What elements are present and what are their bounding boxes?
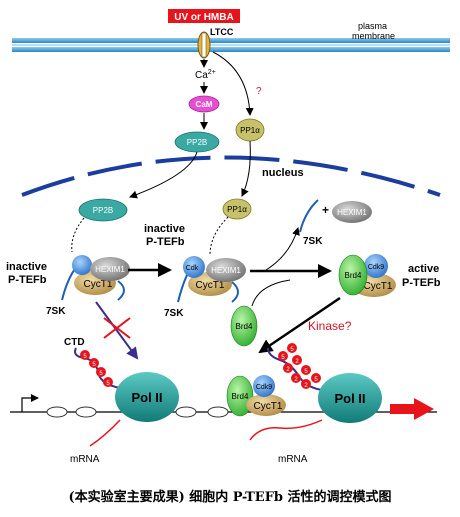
ctd-tail-right	[267, 347, 323, 391]
ctd-phospho-right: 5 5 2 2 2 5 2 5	[278, 343, 321, 389]
pp1a-nuclear	[222, 198, 252, 220]
inhibition-cross	[103, 317, 131, 339]
membrane-label-line2: membrane	[352, 31, 395, 41]
brd4-recruit-arrow	[251, 279, 291, 307]
pp2b-import-arrow	[129, 151, 198, 199]
cdk9-active	[364, 254, 388, 278]
svg-text:2: 2	[304, 383, 308, 389]
inactive-ptefb-left-line1: inactive	[6, 261, 47, 273]
hexim1-mid	[206, 258, 246, 282]
stimulus-label: UV or HMBA	[174, 12, 233, 23]
cdk9-on-pol2-label: Cdk9	[256, 384, 272, 391]
pol2-right	[318, 373, 382, 423]
cyct1-active-label: CycT1	[364, 281, 393, 292]
mrna-left-label: mRNA	[70, 454, 100, 465]
svg-text:2: 2	[286, 367, 290, 373]
kinase-label: Kinase?	[308, 319, 352, 333]
calcium-charge: 2+	[208, 69, 216, 76]
cdk9-on-pol2	[253, 375, 275, 397]
svg-text:5: 5	[314, 377, 318, 383]
cyct1-mid-label: CycT1	[196, 280, 225, 291]
stimulus-box	[168, 9, 240, 23]
ltcc-channel	[197, 31, 211, 59]
7sk-rna-released	[299, 199, 319, 233]
inactive-ptefb-mid-line2: P-TEFb	[146, 236, 185, 248]
hexim1-left	[90, 257, 130, 281]
calcium-ion: Ca2+	[195, 69, 216, 81]
svg-text:5: 5	[290, 347, 294, 353]
hexim1-released-label: HEXIM1	[337, 208, 367, 217]
cyct1-on-pol2	[246, 394, 286, 416]
cdk9-active-label: Cdk9	[368, 264, 384, 271]
pol2-left-label: Pol II	[131, 390, 162, 405]
inhibited-arrow	[95, 301, 139, 360]
elongation-arrow	[390, 398, 434, 420]
brd4-active-label: Brd4	[345, 271, 362, 280]
inactive-ptefb-left-line2: P-TEFb	[8, 274, 47, 286]
7sk-mid-label: 7SK	[164, 308, 184, 319]
7sk-left-label: 7SK	[46, 306, 66, 317]
tss-arrow	[21, 394, 39, 412]
pol2-left	[115, 372, 179, 422]
membrane-label-line1: plasma	[358, 21, 387, 31]
brd4-free-label: Brd4	[236, 322, 253, 331]
pp2b-nuclear-label: PP2B	[93, 206, 113, 215]
cdk9-mid	[183, 256, 205, 278]
inactive-ptefb-mid-line1: inactive	[144, 223, 185, 235]
active-ptefb-line2: P-TEFb	[402, 277, 441, 289]
hexim1-left-label: HEXIM1	[95, 265, 125, 274]
release-arrow	[265, 227, 300, 271]
svg-text:2: 2	[295, 359, 299, 365]
cyct1-on-pol2-label: CycT1	[254, 401, 283, 412]
cam-protein	[188, 95, 220, 113]
svg-text:5: 5	[106, 381, 110, 387]
nuclear-envelope	[21, 155, 441, 197]
plus-sign: +	[322, 203, 329, 217]
hexim1-released	[332, 201, 372, 223]
nucleus-label: nucleus	[262, 167, 304, 179]
cam-label: CaM	[196, 100, 213, 109]
brd4-free	[230, 305, 258, 347]
svg-text:5: 5	[281, 355, 285, 361]
svg-text:5: 5	[83, 354, 87, 360]
mrna-right-label: mRNA	[278, 454, 308, 465]
nucleosome-row	[46, 406, 229, 418]
ctd-phospho-left: 5 5 5 5	[80, 350, 113, 387]
brd4-on-pol2-label: Brd4	[232, 392, 249, 401]
active-ptefb-line1: active	[408, 263, 439, 275]
calcium-label: Ca	[195, 70, 208, 81]
mrna-left	[89, 419, 121, 447]
pp2b-nuclear	[78, 198, 128, 222]
cdk9-left	[72, 255, 92, 275]
figure-caption: (本实验室主要成果) 细胞内 P-TEFb 活性的调控模式图	[68, 490, 392, 505]
pol2-right-label: Pol II	[334, 391, 365, 406]
pp1a-import-arrow	[241, 140, 251, 197]
pp2b-cytoplasm-label: PP2B	[187, 138, 207, 147]
cdk9-mid-label: Cdk	[186, 265, 199, 272]
hexim1-mid-label: HEXIM1	[211, 266, 241, 275]
pp1a-nuclear-label: PP1α	[227, 205, 247, 214]
brd4-active	[338, 254, 368, 296]
cyct1-left-label: CycT1	[84, 279, 113, 290]
ltcc-label: LTCC	[210, 27, 234, 37]
svg-text:5: 5	[304, 369, 308, 375]
mrna-right	[249, 419, 323, 441]
svg-text:2: 2	[294, 377, 298, 383]
kinase-arrow	[258, 296, 341, 354]
svg-text:5: 5	[92, 362, 96, 368]
released-7sk-label: 7SK	[303, 236, 323, 247]
ltcc-to-pp1a-arrow	[212, 51, 254, 116]
pp1a-cytoplasm-label: PP1α	[240, 126, 260, 135]
plasma-membrane	[12, 38, 450, 52]
svg-text:5: 5	[99, 371, 103, 377]
ctd-label: CTD	[64, 337, 85, 348]
pp1a-question-mark: ?	[256, 86, 262, 97]
